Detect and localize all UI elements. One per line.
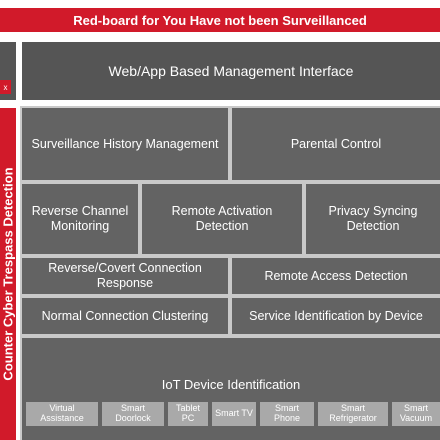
- service-identification-box: Service Identification by Device: [232, 298, 440, 334]
- banner-title: Red-board for You Have not been Surveill…: [0, 8, 440, 32]
- device-smart-phone: Smart Phone: [260, 402, 314, 426]
- reverse-channel-box: Reverse Channel Monitoring: [22, 184, 138, 254]
- iot-identification-box: IoT Device Identification Virtual Assist…: [22, 338, 440, 440]
- device-tablet-pc: Tablet PC: [168, 402, 208, 426]
- normal-clustering-box: Normal Connection Clustering: [22, 298, 228, 334]
- parental-control-box: Parental Control: [232, 108, 440, 180]
- remote-activation-box: Remote Activation Detection: [142, 184, 302, 254]
- surveillance-history-box: Surveillance History Management: [22, 108, 228, 180]
- left-stub-tag: x: [0, 80, 11, 94]
- device-smart-refrigerator: Smart Refrigerator: [318, 402, 388, 426]
- device-smart-tv: Smart TV: [212, 402, 256, 426]
- management-interface-box: Web/App Based Management Interface: [22, 42, 440, 100]
- device-virtual-assistance: Virtual Assistance: [26, 402, 98, 426]
- side-label-text: Counter Cyber Trespass Detection: [0, 167, 16, 381]
- device-smart-doorlock: Smart Doorlock: [102, 402, 164, 426]
- counter-trespass-side-label: Counter Cyber Trespass Detection: [0, 108, 16, 440]
- iot-title: IoT Device Identification: [161, 377, 301, 392]
- reverse-covert-box: Reverse/Covert Connection Response: [22, 258, 228, 294]
- remote-access-box: Remote Access Detection: [232, 258, 440, 294]
- device-smart-vacuum: Smart Vacuum: [392, 402, 440, 426]
- privacy-syncing-box: Privacy Syncing Detection: [306, 184, 440, 254]
